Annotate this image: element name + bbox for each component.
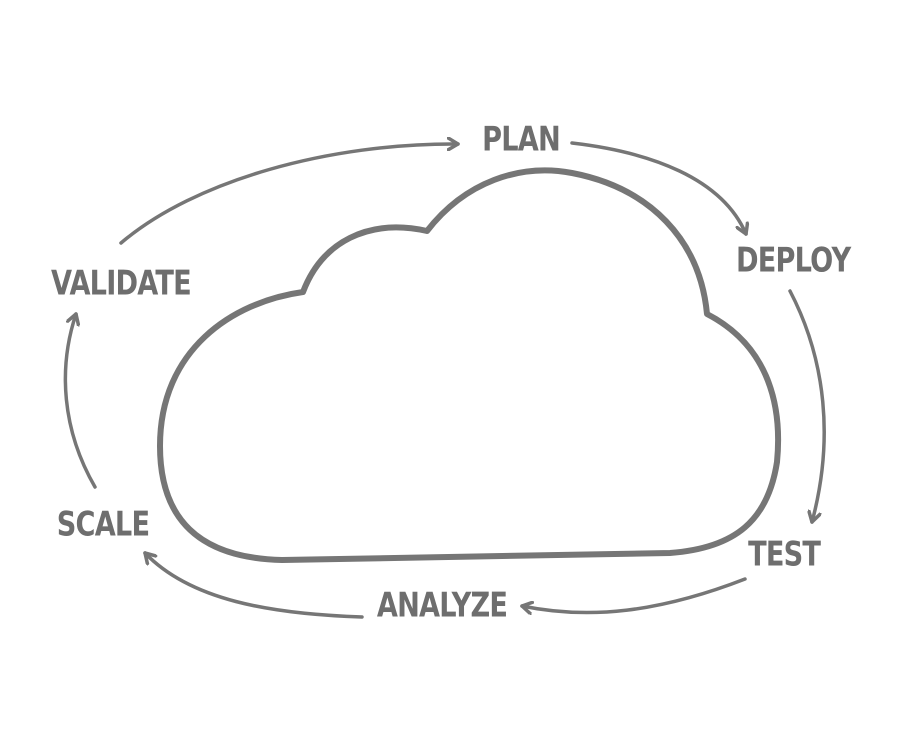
- step-label-deploy: DEPLOY: [736, 240, 852, 280]
- step-label-plan: PLAN: [482, 119, 560, 159]
- arrow-validate-to-plan: [119, 144, 460, 245]
- arrow-analyze-to-scale: [143, 551, 364, 619]
- arrow-test-to-analyze: [520, 577, 747, 613]
- step-label-test: TEST: [748, 534, 821, 574]
- arrow-deploy-to-test: [788, 289, 826, 524]
- arrow-scale-to-validate: [63, 312, 97, 489]
- step-label-analyze: ANALYZE: [377, 585, 507, 625]
- step-label-scale: SCALE: [57, 504, 149, 544]
- step-label-validate: VALIDATE: [51, 263, 191, 303]
- arrow-plan-to-deploy: [570, 141, 746, 236]
- cloud-icon: [157, 167, 782, 563]
